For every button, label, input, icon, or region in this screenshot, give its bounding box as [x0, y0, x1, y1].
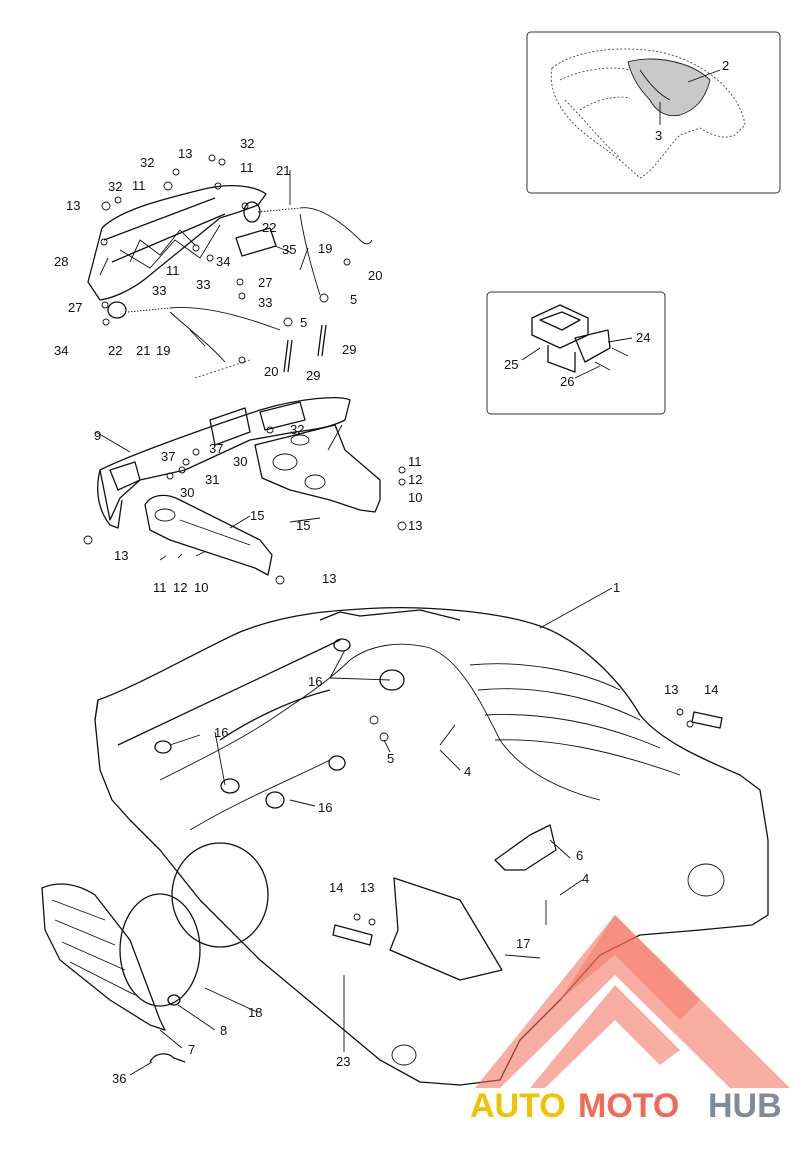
label-part-5c: 5 — [300, 315, 307, 330]
label-part-13g: 13 — [360, 880, 374, 895]
label-part-28: 28 — [54, 254, 68, 269]
inset-box-middle — [486, 291, 666, 415]
label-part-13c: 13 — [114, 548, 128, 563]
label-part-11a: 11 — [408, 454, 422, 469]
label-part-6: 6 — [576, 848, 583, 863]
middle-bumper-assembly — [83, 397, 407, 585]
leader-lines — [95, 69, 721, 1076]
label-part-37a: 37 — [161, 449, 175, 464]
label-part-33b: 33 — [152, 283, 166, 298]
label-part-19a: 19 — [318, 241, 332, 256]
label-part-13b: 13 — [322, 571, 336, 586]
label-part-22a: 22 — [262, 220, 276, 235]
label-part-5b: 5 — [350, 292, 357, 307]
label-part-20a: 20 — [368, 268, 382, 283]
label-part-34a: 34 — [216, 254, 230, 269]
label-part-33a: 33 — [196, 277, 210, 292]
watermark-hub: HUB — [708, 1087, 782, 1125]
label-part-10a: 10 — [408, 490, 422, 505]
label-part-9: 9 — [94, 428, 101, 443]
label-part-13f: 13 — [664, 682, 678, 697]
label-part-19b: 19 — [156, 343, 170, 358]
label-part-12b: 12 — [173, 580, 187, 595]
label-part-17: 17 — [516, 936, 530, 951]
label-part-7: 7 — [188, 1042, 195, 1057]
label-part-16a: 16 — [308, 674, 322, 689]
upper-bracket-assembly — [87, 154, 373, 379]
label-part-32c: 32 — [140, 155, 154, 170]
label-part-32d: 32 — [108, 179, 122, 194]
label-part-30b: 30 — [180, 485, 194, 500]
label-part-12a: 12 — [408, 472, 422, 487]
label-part-2: 2 — [722, 58, 729, 73]
inset-bracket-sketch — [531, 304, 629, 373]
label-part-4b: 4 — [582, 871, 589, 886]
main-body-panel — [41, 606, 769, 1086]
label-part-8: 8 — [220, 1023, 227, 1038]
label-part-36: 36 — [112, 1071, 126, 1086]
label-part-20b: 20 — [264, 364, 278, 379]
label-part-27b: 27 — [68, 300, 82, 315]
label-part-11c: 11 — [240, 160, 254, 175]
inset-hood-sketch — [550, 48, 746, 179]
label-part-14b: 14 — [329, 880, 343, 895]
label-part-10b: 10 — [194, 580, 208, 595]
label-part-3: 3 — [655, 128, 662, 143]
label-part-22b: 22 — [108, 343, 122, 358]
label-part-14a: 14 — [704, 682, 718, 697]
watermark-triangle-inner — [560, 915, 700, 1020]
watermark-auto: AUTO — [470, 1087, 566, 1125]
label-part-15b: 15 — [296, 518, 310, 533]
label-part-1: 1 — [613, 580, 620, 595]
label-part-27a: 27 — [258, 275, 272, 290]
label-part-18: 18 — [248, 1005, 262, 1020]
label-part-29a: 29 — [342, 342, 356, 357]
label-part-37b: 37 — [209, 441, 223, 456]
label-part-33c: 33 — [258, 295, 272, 310]
inset-box-upper — [526, 31, 781, 194]
label-part-26: 26 — [560, 374, 574, 389]
label-part-32b: 32 — [240, 136, 254, 151]
label-part-13e: 13 — [178, 146, 192, 161]
label-part-13a: 13 — [408, 518, 422, 533]
label-part-30a: 30 — [233, 454, 247, 469]
label-part-24: 24 — [636, 330, 650, 345]
label-part-35: 35 — [282, 242, 296, 257]
label-part-4a: 4 — [464, 764, 471, 779]
label-part-23: 23 — [336, 1054, 350, 1069]
label-part-11b: 11 — [153, 580, 167, 595]
label-part-32a: 32 — [290, 422, 304, 437]
label-part-11d: 11 — [132, 178, 146, 193]
label-part-15a: 15 — [250, 508, 264, 523]
label-part-5a: 5 — [387, 751, 394, 766]
label-part-25: 25 — [504, 357, 518, 372]
label-part-13d: 13 — [66, 198, 80, 213]
label-part-31: 31 — [205, 472, 219, 487]
label-part-21a: 21 — [276, 163, 290, 178]
label-part-29b: 29 — [306, 368, 320, 383]
label-part-21b: 21 — [136, 343, 150, 358]
part-labels: 1 2 3 4 4 5 5 5 6 7 8 9 10 10 11 11 11 1… — [54, 58, 729, 1086]
watermark-logo: AUTO MOTO HUB — [470, 915, 790, 1125]
label-part-11e: 11 — [166, 263, 180, 278]
watermark-triangle-icon — [475, 915, 790, 1088]
watermark-moto: MOTO — [578, 1087, 679, 1125]
label-part-16c: 16 — [318, 800, 332, 815]
label-part-34b: 34 — [54, 343, 68, 358]
label-part-16b: 16 — [214, 725, 228, 740]
